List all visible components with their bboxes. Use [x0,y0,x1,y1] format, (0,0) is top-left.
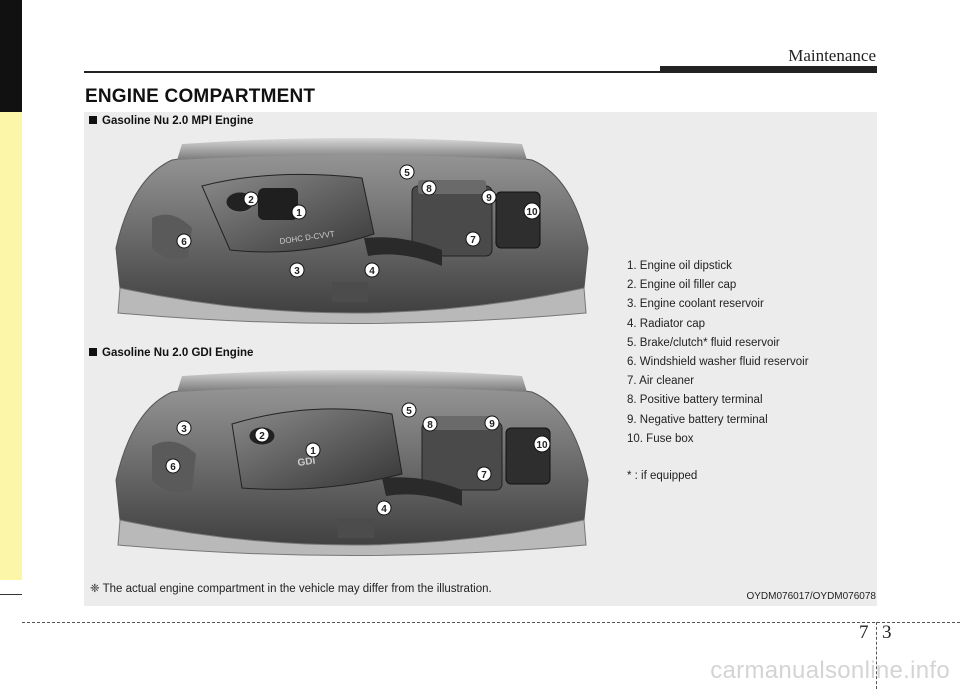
callout-7: 7 [470,235,476,246]
watermark: carmanualsonline.info [710,657,950,684]
chapter-side-tab [0,0,22,580]
chapter-title: Maintenance [788,46,876,65]
bullet-square-icon [89,116,97,124]
footer-dashed-rule [22,622,960,623]
legend-item: 10. Fuse box [627,432,694,445]
callout-3: 3 [294,266,300,277]
legend-item: 6. Windshield washer fluid reservoir [627,355,809,368]
side-divider [0,594,22,595]
callout-10: 10 [536,440,548,451]
engine-2-callouts: 1 2 3 4 5 6 7 8 9 10 [165,402,551,516]
header-rule [84,71,660,73]
callout-8: 8 [426,184,432,195]
header-rule-accent [660,66,877,73]
component-legend: 1. Engine oil dipstick 2. Engine oil fil… [627,257,809,486]
legend-note: * : if equipped [627,469,698,482]
legend-item: 3. Engine coolant reservoir [627,298,764,311]
legend-item: 8. Positive battery terminal [627,394,763,407]
callout-3: 3 [181,424,187,435]
bullet-square-icon [89,348,97,356]
callout-1: 1 [296,208,302,219]
callout-2: 2 [259,431,265,442]
callout-5: 5 [404,168,410,179]
chapter-number: 7 [859,622,869,643]
callout-2: 2 [248,195,254,206]
callout-10: 10 [526,207,538,218]
callout-1: 1 [310,446,316,457]
engine-1-callouts: 1 2 3 4 5 6 7 8 9 10 [176,164,541,278]
engine-1-label: Gasoline Nu 2.0 MPI Engine [89,115,253,127]
engine-2-label: Gasoline Nu 2.0 GDI Engine [89,347,253,359]
callout-8: 8 [427,420,433,431]
engine-2-badge: GDI [297,456,316,469]
callout-4: 4 [381,504,387,515]
callout-4: 4 [369,266,375,277]
callout-7: 7 [481,470,487,481]
engine-1-label-text: Gasoline Nu 2.0 MPI Engine [102,115,254,127]
illustration-footnote: ❈ The actual engine compartment in the v… [90,583,492,595]
legend-item: 9. Negative battery terminal [627,413,768,426]
legend-item: 2. Engine oil filler cap [627,279,737,292]
legend-item: 4. Radiator cap [627,317,705,330]
callout-6: 6 [181,237,187,248]
legend-item: 5. Brake/clutch* fluid reservoir [627,336,780,349]
callout-9: 9 [489,419,495,430]
section-title: ENGINE COMPARTMENT [85,86,316,107]
engine-2-label-text: Gasoline Nu 2.0 GDI Engine [102,347,254,359]
callout-9: 9 [486,193,492,204]
callout-5: 5 [406,406,412,417]
page-number: 3 [882,622,892,643]
engine-1-illustration: DOHC D-CVVT 1 2 3 4 5 6 7 8 9 10 [115,138,589,324]
legend-item: 7. Air cleaner [627,375,695,388]
footer-page-divider [876,622,877,689]
callout-6: 6 [170,462,176,473]
figure-code: OYDM076017/OYDM076078 [746,591,876,602]
legend-item: 1. Engine oil dipstick [627,260,732,272]
engine-2-illustration: GDI 1 2 3 4 5 6 7 8 9 10 [115,370,589,556]
chapter-tab-marker [0,0,22,112]
